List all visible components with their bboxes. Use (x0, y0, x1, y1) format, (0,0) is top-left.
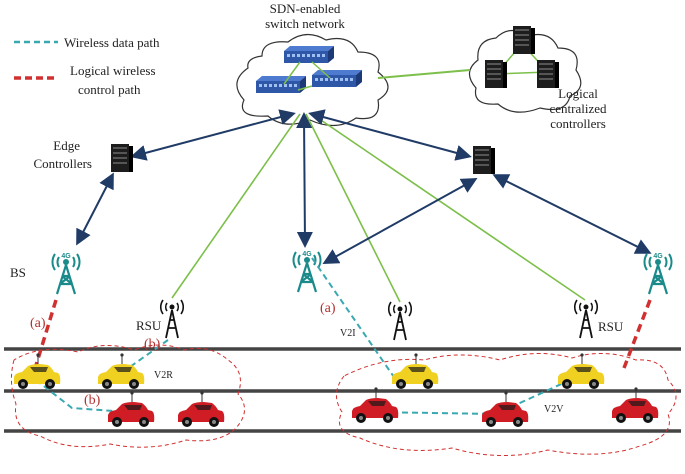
yellow-car-icon (391, 352, 439, 390)
yellow-car-icon (97, 352, 145, 390)
switch-icon (312, 70, 362, 87)
controllers-label-1: Logical (558, 86, 598, 101)
sdn-controllers-link (377, 69, 471, 79)
marker-a-mid: (a) (320, 301, 336, 316)
vehicle-cluster-right (336, 352, 677, 456)
red-car-icon (177, 390, 225, 428)
server-icon (513, 26, 535, 54)
yellow-car-icon (13, 352, 61, 390)
cell-tower-icon (292, 250, 322, 294)
rsu-label-right: RSU (598, 319, 624, 334)
controllers-cloud (468, 26, 582, 113)
server-icon (485, 60, 507, 88)
legend-data-path-label: Wireless data path (64, 35, 160, 50)
tower-badge: 4G (653, 253, 663, 260)
marker-a-left: (a) (30, 316, 46, 331)
red-car-icon (481, 390, 529, 428)
red-car-icon (107, 390, 155, 428)
rsu-antenna-icon (573, 299, 599, 339)
marker-b-bottom: (b) (84, 393, 101, 408)
tower-center: 4G (292, 250, 322, 294)
edge-label-2: Controllers (34, 156, 93, 171)
edge-controller-server-icon (111, 144, 133, 172)
tower-right: 4G (643, 252, 673, 296)
tower-badge: 4G (302, 251, 312, 258)
sdn-label-1: SDN-enabled (270, 1, 341, 16)
navy-links (76, 109, 652, 264)
tower-left: 4G (51, 252, 81, 296)
rsu-antenna-icon (387, 301, 413, 341)
v2i-label: V2I (340, 328, 356, 339)
sdn-switch-cloud (236, 33, 389, 127)
control-path-left (32, 299, 58, 373)
legend-control-path-label-2: control path (78, 82, 141, 97)
edge-controller-server-icon (473, 146, 495, 174)
rsu-antenna-icon (159, 299, 185, 339)
rsu-label-left: RSU (136, 318, 162, 333)
server-icon (537, 60, 559, 88)
marker-b-top: (b) (144, 337, 161, 352)
v2v-label: V2V (544, 404, 564, 415)
yellow-car-icon (557, 352, 605, 390)
tower-badge: 4G (61, 253, 71, 260)
edge-label-1: Edge (53, 138, 80, 153)
switch-icon (284, 46, 334, 63)
controllers-label-2: centralized (549, 101, 607, 116)
legend: Wireless data path Logical wireless cont… (14, 35, 160, 97)
legend-control-path-label-1: Logical wireless (70, 63, 156, 78)
v2r-label: V2R (154, 370, 173, 381)
bs-label: BS (10, 265, 26, 280)
cell-tower-icon (643, 252, 673, 296)
cell-tower-icon (51, 252, 81, 296)
sdn-label-2: switch network (265, 16, 345, 31)
vehicle-cluster-left (10, 344, 245, 448)
controllers-label-3: controllers (550, 116, 606, 131)
green-links (171, 113, 586, 303)
road-lines (4, 347, 681, 433)
